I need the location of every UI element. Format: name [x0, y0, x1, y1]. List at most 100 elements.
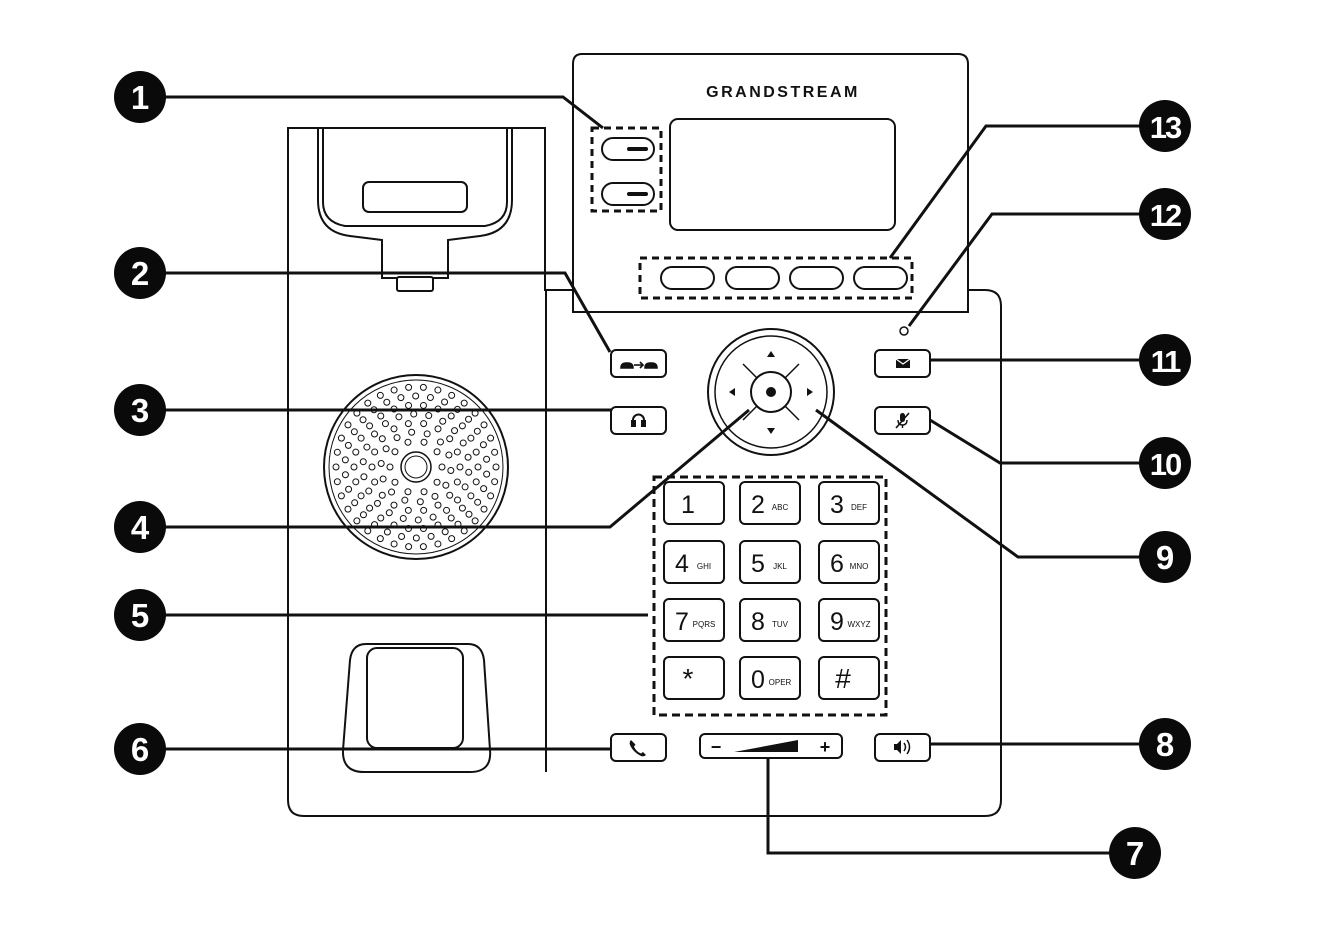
soft-key-4[interactable] [853, 266, 908, 290]
key-digit: 8 [751, 608, 765, 636]
callout-9: 9 [1139, 531, 1191, 583]
display-unit [572, 53, 969, 313]
callout-number: 8 [1156, 726, 1174, 763]
mute-icon [895, 412, 910, 429]
right-arrow-icon[interactable] [807, 388, 813, 396]
key-5[interactable]: 5 JKL [739, 540, 801, 584]
mute-button[interactable] [874, 406, 931, 435]
key-digit: 2 [751, 491, 765, 519]
volume-ramp-icon [734, 740, 798, 752]
leader-lines [140, 95, 1165, 855]
callout-3: 3 [114, 384, 166, 436]
callout-number: 10 [1150, 447, 1181, 482]
key-digit: 5 [751, 550, 765, 578]
key-7[interactable]: 7 PQRS [663, 598, 725, 642]
ok-button[interactable] [766, 387, 776, 397]
down-arrow-icon[interactable] [767, 428, 775, 434]
navigation-pad[interactable] [707, 328, 835, 456]
key-digit: 3 [830, 491, 844, 519]
callout-number: 5 [131, 597, 149, 634]
callout-number: 7 [1126, 835, 1144, 872]
envelope-icon [895, 358, 911, 368]
key-letters: DEF [851, 503, 867, 512]
key-6[interactable]: 6 MNO [818, 540, 880, 584]
callout-13: 13 [1139, 100, 1191, 152]
speaker-button[interactable] [874, 733, 931, 762]
key-letters: TUV [772, 620, 789, 629]
callout-number: 12 [1150, 198, 1181, 233]
message-button[interactable] [874, 349, 931, 378]
soft-keys-group [638, 256, 914, 300]
key-digit: # [835, 663, 851, 694]
speaker-icon [894, 739, 911, 755]
key-0[interactable]: 0 OPER [739, 656, 801, 700]
brand-logo: GRANDSTREAM [706, 84, 860, 101]
key-digit: 4 [675, 550, 689, 578]
callout-number: 6 [131, 731, 149, 768]
key-letters: GHI [697, 562, 711, 571]
callout-6: 6 [114, 723, 166, 775]
handset-rest [341, 643, 492, 773]
key-digit: 7 [675, 608, 689, 636]
callout-10: 10 [1139, 437, 1191, 489]
volume-key[interactable] [699, 733, 843, 759]
headset-icon [631, 413, 646, 427]
keypad-group [652, 475, 888, 717]
soft-key-1[interactable] [660, 266, 715, 290]
key-4[interactable]: 4 GHI [663, 540, 725, 584]
lcd-screen [669, 118, 896, 231]
callout-7: 7 [1109, 827, 1161, 879]
soft-key-2[interactable] [725, 266, 780, 290]
callout-8: 8 [1139, 718, 1191, 770]
key-letters: OPER [769, 678, 792, 687]
key-digit: 1 [681, 491, 695, 519]
key-letters: PQRS [693, 620, 716, 629]
key-star[interactable]: * [663, 656, 725, 700]
transfer-button[interactable] [610, 349, 667, 378]
line-keys-group [590, 126, 663, 213]
key-1[interactable]: 1 [663, 481, 725, 525]
key-letters: ABC [772, 503, 789, 512]
handset-cradle [317, 127, 513, 292]
key-8[interactable]: 8 TUV [739, 598, 801, 642]
phone-base [287, 127, 1002, 817]
mwi-indicator [899, 326, 909, 336]
handsfree-button[interactable] [610, 733, 667, 762]
callout-11: 11 [1139, 334, 1191, 386]
callout-number: 3 [131, 392, 149, 429]
callout-12: 12 [1139, 188, 1191, 240]
key-digit: * [683, 663, 694, 694]
speaker-grille [323, 374, 509, 560]
up-arrow-icon[interactable] [767, 351, 775, 357]
callout-number: 11 [1151, 344, 1182, 379]
soft-key-3[interactable] [789, 266, 844, 290]
key-digit: 6 [830, 550, 844, 578]
callout-2: 2 [114, 247, 166, 299]
volume-plus-icon[interactable]: + [820, 737, 831, 757]
callout-number: 9 [1156, 539, 1174, 576]
callout-number: 1 [131, 79, 149, 116]
left-arrow-icon[interactable] [729, 388, 735, 396]
volume-minus-icon[interactable]: − [711, 737, 722, 757]
key-3[interactable]: 3 DEF [818, 481, 880, 525]
key-digit: 0 [751, 666, 765, 694]
key-2[interactable]: 2 ABC [739, 481, 801, 525]
phone-handset-icon [629, 740, 646, 757]
callout-4: 4 [114, 501, 166, 553]
callout-1: 1 [114, 71, 166, 123]
callout-number: 4 [131, 509, 150, 546]
headset-button[interactable] [610, 406, 667, 435]
transfer-icon [620, 361, 658, 369]
key-letters: MNO [850, 562, 869, 571]
key-letters: JKL [773, 562, 787, 571]
key-letters: WXYZ [847, 620, 870, 629]
callout-number: 13 [1150, 110, 1182, 145]
key-digit: 9 [830, 608, 844, 636]
callout-5: 5 [114, 589, 166, 641]
callout-number: 2 [131, 255, 149, 292]
key-pound[interactable]: # [818, 656, 880, 700]
